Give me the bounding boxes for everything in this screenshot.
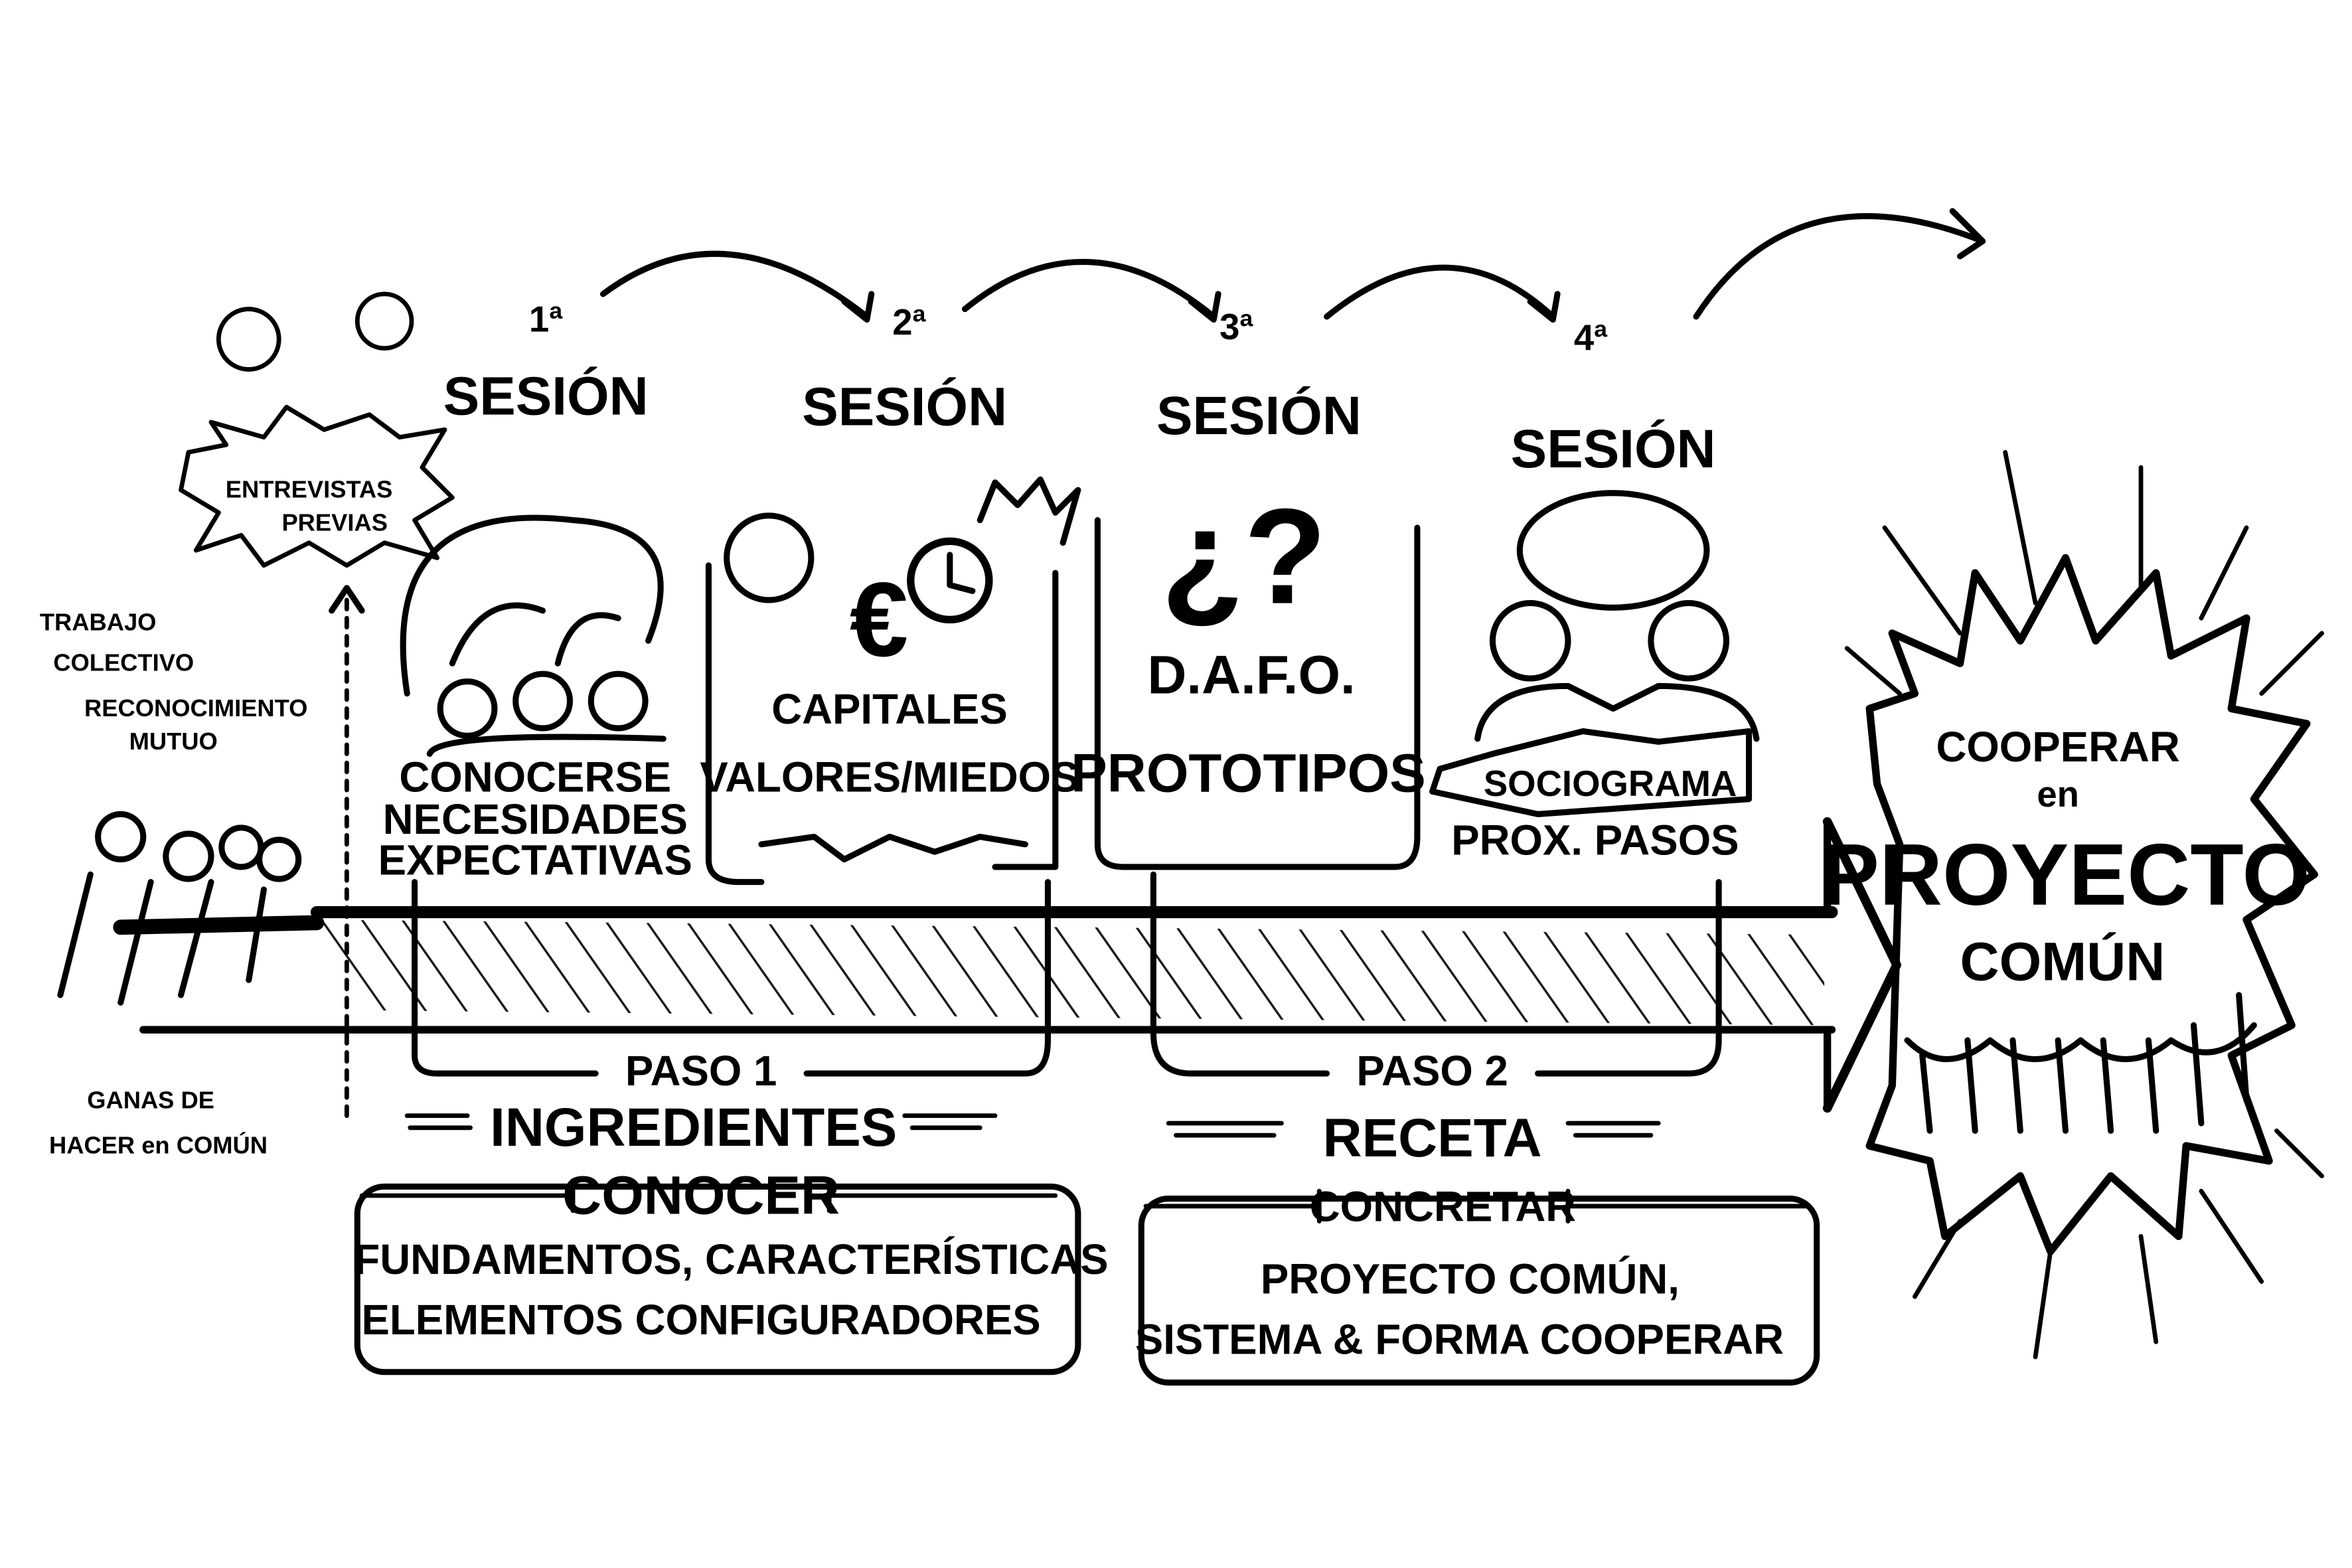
running-people-icon (57, 811, 325, 1006)
step-2-detail: SISTEMA & FORMA COOPERAR (1135, 1316, 1784, 1363)
session-1-label: SESIÓN (443, 366, 649, 427)
timeline-arrow (139, 817, 1901, 1113)
note-reconocimiento: RECONOCIMIENTO (84, 694, 307, 722)
goal-text-en: en (2037, 774, 2079, 815)
session-1-box: CONOCERSE NECESIDADES EXPECTATIVAS (378, 514, 1051, 1077)
left-notes: TRABAJO COLECTIVO RECONOCIMIENTO MUTUO G… (40, 608, 325, 1158)
speech-bubble-icon (354, 291, 414, 351)
s3-text-prototipos: PROTOTIPOS (1071, 743, 1425, 803)
step-2-name: RECETA (1323, 1108, 1542, 1168)
start-label: HACER en COMÚN (49, 1131, 268, 1158)
step-1-title: PASO 1 (625, 1048, 777, 1095)
euro-icon: € (850, 560, 908, 678)
s3-text-dafo: D.A.F.O. (1147, 645, 1355, 706)
session-2-box: € CAPITALES VALORES/MIEDOS (700, 476, 1081, 886)
step-2: PASO 2 RECETA CONCRETAR PROYECTO COMÚN, … (1135, 1048, 1820, 1386)
question-marks-icon: ¿? (1161, 481, 1327, 632)
s1-text-expectativas: EXPECTATIVAS (378, 836, 692, 884)
step-1-detail: FUNDAMENTOS, CARACTERÍSTICAS (354, 1236, 1108, 1283)
session-4-box: SOCIOGRAMA PROX. PASOS (1429, 490, 1760, 864)
session-2-number: 2ª (892, 302, 926, 343)
crown-icon (977, 476, 1081, 546)
s2-text-valores-miedos: VALORES/MIEDOS (700, 753, 1079, 801)
session-4-label: SESIÓN (1511, 419, 1716, 479)
step-2-title: PASO 2 (1356, 1048, 1508, 1095)
s2-text-capitales: CAPITALES (771, 686, 1008, 733)
s4-text-prox-pasos: PROX. PASOS (1451, 817, 1739, 864)
step-1-verb: CONOCER (562, 1165, 840, 1225)
interviews-label: PREVIAS (281, 509, 388, 536)
step-2-verb: CONCRETAR (1310, 1184, 1576, 1231)
speech-bubble-icon (1516, 490, 1710, 611)
step-1-detail: ELEMENTOS CONFIGURADORES (361, 1296, 1040, 1344)
session-3-label: SESIÓN (1156, 386, 1362, 446)
goal-text-comun: COMÚN (1960, 931, 2165, 992)
session-connector-arrows (599, 208, 1986, 323)
group-people-icon (1474, 599, 1760, 742)
cycle-arrows-icon (400, 514, 664, 697)
interviews-label: ENTREVISTAS (226, 475, 393, 503)
goal-text-proyecto: PROYECTO (1821, 826, 2310, 923)
goal-burst: COOPERAR en PROYECTO COMÚN (1821, 449, 2324, 1360)
s1-text-necesidades: NECESIDADES (383, 796, 688, 843)
session-4-number: 4ª (1574, 317, 1608, 358)
session-1-number: 1ª (529, 299, 563, 340)
session-3-box: ¿? D.A.F.O. PROTOTIPOS (1071, 481, 1722, 1077)
note-trabajo: TRABAJO (40, 608, 157, 635)
start-label: GANAS DE (87, 1086, 214, 1113)
note-mutuo: MUTUO (129, 728, 218, 755)
s4-text-sociograma: SOCIOGRAMA (1484, 763, 1737, 804)
goal-text-cooperar: COOPERAR (1936, 724, 2179, 771)
puzzle-pieces-icon (758, 833, 1028, 863)
step-2-detail: PROYECTO COMÚN, (1261, 1256, 1680, 1303)
head-icon (724, 512, 815, 603)
session-3-number: 3ª (1219, 307, 1253, 347)
clock-icon (907, 537, 993, 624)
note-colectivo: COLECTIVO (53, 649, 194, 676)
session-2-label: SESIÓN (802, 376, 1007, 437)
step-1-name: INGREDIENTES (490, 1097, 897, 1158)
s1-text-conocerse: CONOCERSE (399, 753, 671, 801)
speech-bubble-icon (216, 307, 281, 372)
interviews-burst: ENTREVISTAS PREVIAS (179, 291, 455, 1119)
step-1: PASO 1 INGREDIENTES CONOCER FUNDAMENTOS,… (354, 1048, 1109, 1375)
session-labels: 1ª SESIÓN 2ª SESIÓN 3ª SESIÓN 4ª SESIÓN (443, 299, 1716, 479)
group-people-icon (426, 670, 666, 757)
raised-hands-icon (1904, 992, 2257, 1134)
burst-rays (1844, 449, 2324, 1360)
